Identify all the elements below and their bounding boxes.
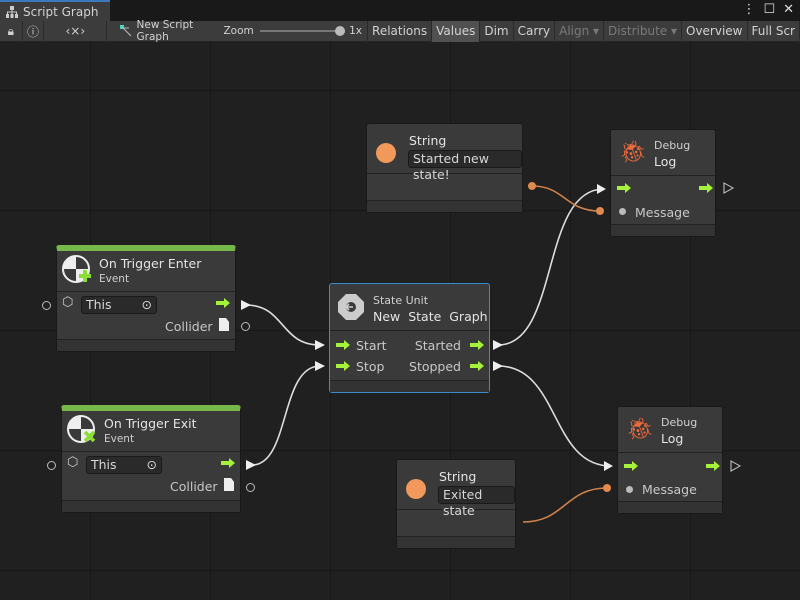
target-picker-icon[interactable]: ⊙ <box>141 297 152 312</box>
debug-log-node[interactable]: 🐞︎ Debug Log Message <box>610 129 716 237</box>
trigger-enter-icon <box>62 255 91 283</box>
node-category: Debug <box>661 416 698 429</box>
trigger-exit-icon <box>67 415 96 443</box>
graph-icon <box>120 25 132 37</box>
toolbar: 🔒︎ ⓘ ‹×› New Script Graph Zoom 1x Relati… <box>0 19 800 43</box>
close-icon[interactable]: ✕ <box>783 2 794 17</box>
graph-name: New Script Graph <box>136 19 194 43</box>
info-icon[interactable]: ⓘ <box>23 20 45 42</box>
target-field[interactable]: This ⊙ <box>81 296 157 314</box>
variables-icon[interactable]: ‹×› <box>44 20 108 42</box>
maximize-icon[interactable]: ☐ <box>763 2 776 17</box>
string-icon <box>406 479 426 499</box>
trigger-input-port[interactable] <box>42 301 51 310</box>
node-title: Log <box>654 154 677 169</box>
zoom-value: 1x <box>349 25 363 37</box>
port-label: Collider <box>165 319 213 334</box>
target-picker-icon[interactable]: ⊙ <box>146 457 157 472</box>
port-label: Stop <box>356 359 385 374</box>
target-field[interactable]: This ⊙ <box>86 456 162 474</box>
bug-icon: 🐞︎ <box>626 417 654 442</box>
port-label: Message <box>642 482 697 497</box>
bug-icon: 🐞︎ <box>619 140 647 165</box>
tab-bar: Script Graph ⋮ ☐ ✕ <box>0 0 800 21</box>
node-title: Log <box>661 431 684 446</box>
tab-script-graph[interactable]: Script Graph <box>0 0 110 21</box>
string-node[interactable]: String Exited state <box>396 459 516 549</box>
flow-output-arrow-icon[interactable] <box>699 183 713 193</box>
node-title: New State Graph <box>373 309 488 324</box>
zoom-slider[interactable] <box>259 25 346 37</box>
flow-input-arrow-icon[interactable] <box>624 461 638 471</box>
target-value: This <box>91 457 117 472</box>
more-menu-icon[interactable]: ⋮ <box>742 2 756 17</box>
toolbar-button-carry[interactable]: Carry <box>514 20 556 42</box>
flow-input-arrow-icon[interactable] <box>336 340 350 350</box>
on-trigger-enter-node[interactable]: On Trigger Enter Event ⬡ This ⊙ Collider <box>56 245 236 352</box>
state-unit-node[interactable]: State Unit New State Graph Start Started… <box>329 283 490 393</box>
toolbar-button-distribute[interactable]: Distribute ▾ <box>604 20 682 42</box>
cube-icon: ⬡ <box>67 455 79 470</box>
flow-output-arrow-icon[interactable] <box>470 340 484 350</box>
string-icon <box>376 143 396 163</box>
message-port[interactable] <box>626 486 633 493</box>
flow-output-arrow-icon[interactable] <box>216 298 230 308</box>
on-trigger-exit-node[interactable]: On Trigger Exit Event ⬡ This ⊙ Collider <box>61 405 241 513</box>
node-subtitle: Event <box>99 273 130 285</box>
node-category: Debug <box>654 139 691 152</box>
node-title: On Trigger Exit <box>104 416 197 431</box>
collider-output-port[interactable] <box>241 322 250 331</box>
port-label: Message <box>635 205 690 220</box>
flow-output-arrow-icon[interactable] <box>221 458 235 468</box>
document-icon <box>224 478 234 491</box>
zoom-label: Zoom <box>223 25 254 37</box>
zoom-slider-handle[interactable] <box>335 26 346 36</box>
collider-output-port[interactable] <box>246 483 255 492</box>
port-label: Started <box>414 338 461 353</box>
message-port[interactable] <box>619 208 626 215</box>
toolbar-button-values[interactable]: Values <box>432 20 481 42</box>
toolbar-button-overview[interactable]: Overview <box>682 20 748 42</box>
port-label: Start <box>356 338 387 353</box>
port-label: Collider <box>170 479 218 494</box>
flow-output-arrow-icon[interactable] <box>706 461 720 471</box>
toolbar-button-fullscr[interactable]: Full Scr <box>748 20 800 42</box>
trigger-input-port[interactable] <box>47 461 56 470</box>
debug-log-node[interactable]: 🐞︎ Debug Log Message <box>617 406 723 514</box>
document-icon <box>219 318 229 331</box>
string-node[interactable]: String Started new state! <box>366 123 523 213</box>
cube-icon: ⬡ <box>62 295 74 310</box>
node-title: On Trigger Enter <box>99 256 202 271</box>
state-graph-icon <box>338 294 364 320</box>
port-label: Stopped <box>409 359 461 374</box>
toolbar-button-relations[interactable]: Relations <box>368 20 433 42</box>
node-title: String <box>439 469 477 484</box>
target-value: This <box>86 297 112 312</box>
string-value-field[interactable]: Started new state! <box>408 150 522 182</box>
node-subtitle: Event <box>104 433 135 445</box>
node-category: State Unit <box>373 294 429 307</box>
lock-icon[interactable]: 🔒︎ <box>0 20 23 42</box>
node-title: String <box>409 133 447 148</box>
toolbar-button-dim[interactable]: Dim <box>480 20 514 42</box>
string-value-field[interactable]: Exited state <box>438 486 515 518</box>
flow-output-arrow-icon[interactable] <box>470 361 484 371</box>
hierarchy-icon <box>6 5 18 18</box>
flow-input-arrow-icon[interactable] <box>336 361 350 371</box>
graph-breadcrumb[interactable]: New Script Graph <box>108 19 223 43</box>
flow-input-arrow-icon[interactable] <box>617 183 631 193</box>
tab-title: Script Graph <box>23 4 99 19</box>
toolbar-button-align[interactable]: Align ▾ <box>555 20 605 42</box>
